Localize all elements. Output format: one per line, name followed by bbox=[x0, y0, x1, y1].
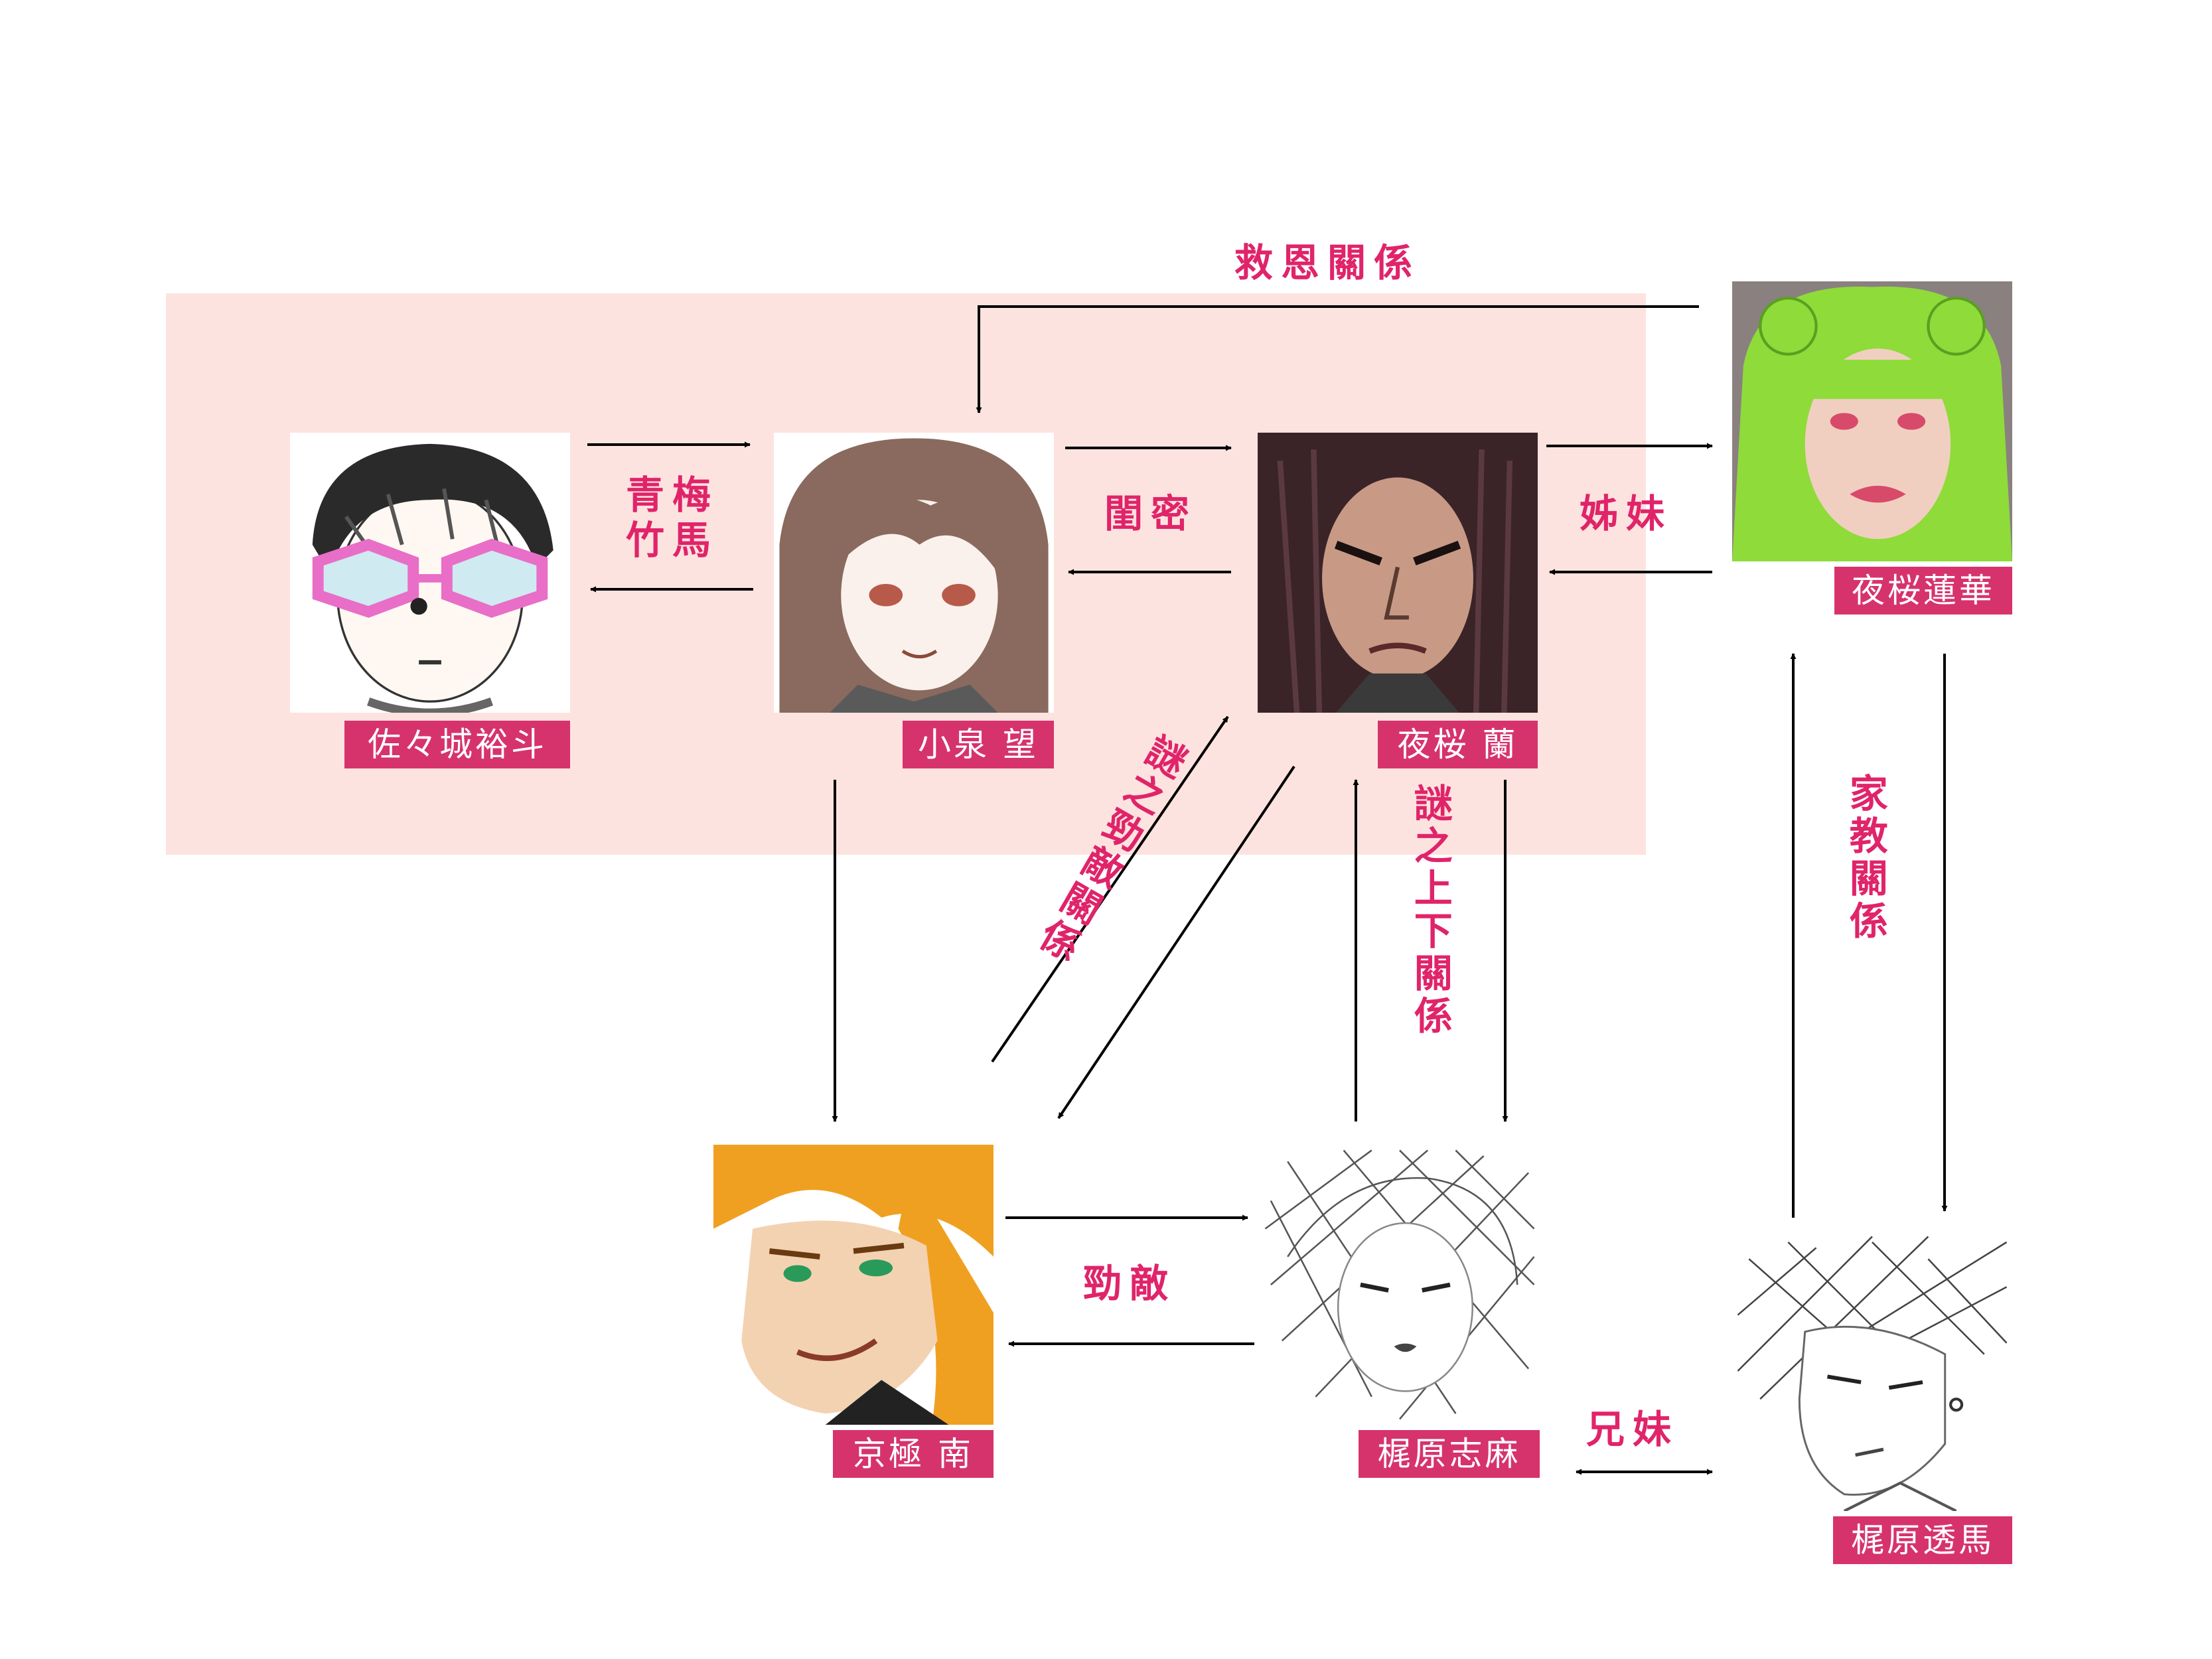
label-keiteki: 勁敵 bbox=[1083, 1261, 1177, 1306]
portrait-sasaki bbox=[290, 433, 570, 713]
yozakura-renka-face-icon bbox=[1732, 281, 2012, 561]
name-tag-kajiwara-shima: 梶原志麻 bbox=[1359, 1430, 1540, 1478]
koizumi-face-icon bbox=[774, 433, 1054, 713]
name-tag-sasaki: 佐々城裕斗 bbox=[344, 721, 570, 768]
label-kakyo: 家教關係 bbox=[1842, 773, 1888, 943]
kyogoku-face-icon bbox=[713, 1145, 994, 1425]
kajiwara-toma-face-icon bbox=[1732, 1231, 2012, 1511]
label-nazo-jouge: 謎之上下關係 bbox=[1407, 783, 1453, 1038]
yozakura-ran-face-icon bbox=[1258, 433, 1538, 713]
arrow-kyuon bbox=[976, 305, 1699, 413]
label-kanmitsu: 閨密 bbox=[1104, 491, 1198, 536]
name-tag-yozakura-renka: 夜桜蓮華 bbox=[1834, 567, 2012, 614]
portrait-yozakura-renka bbox=[1732, 281, 2012, 561]
portrait-kajiwara-shima bbox=[1260, 1145, 1540, 1425]
name-tag-kyogoku: 京極 南 bbox=[833, 1430, 994, 1478]
sasaki-face-icon bbox=[290, 433, 570, 713]
name-tag-kajiwara-toma: 梶原透馬 bbox=[1833, 1516, 2012, 1564]
arrow-ran-to-kyogoku bbox=[1057, 765, 1295, 1119]
portrait-kyogoku bbox=[713, 1145, 994, 1425]
arrow-kyogoku-to-ran bbox=[991, 715, 1229, 1063]
kajiwara-shima-face-icon bbox=[1260, 1145, 1540, 1425]
portrait-yozakura-ran bbox=[1258, 433, 1538, 713]
portrait-koizumi bbox=[774, 433, 1054, 713]
label-kyomai: 兄妹 bbox=[1586, 1407, 1680, 1452]
label-kyuon: 救恩關係 bbox=[1234, 240, 1421, 285]
name-tag-yozakura-ran: 夜桜 蘭 bbox=[1378, 721, 1538, 768]
portrait-kajiwara-toma bbox=[1732, 1231, 2012, 1511]
label-seiume: 青梅 竹馬 bbox=[625, 472, 719, 563]
name-tag-koizumi: 小泉 望 bbox=[903, 721, 1054, 768]
label-shimai: 姊妹 bbox=[1580, 491, 1673, 536]
